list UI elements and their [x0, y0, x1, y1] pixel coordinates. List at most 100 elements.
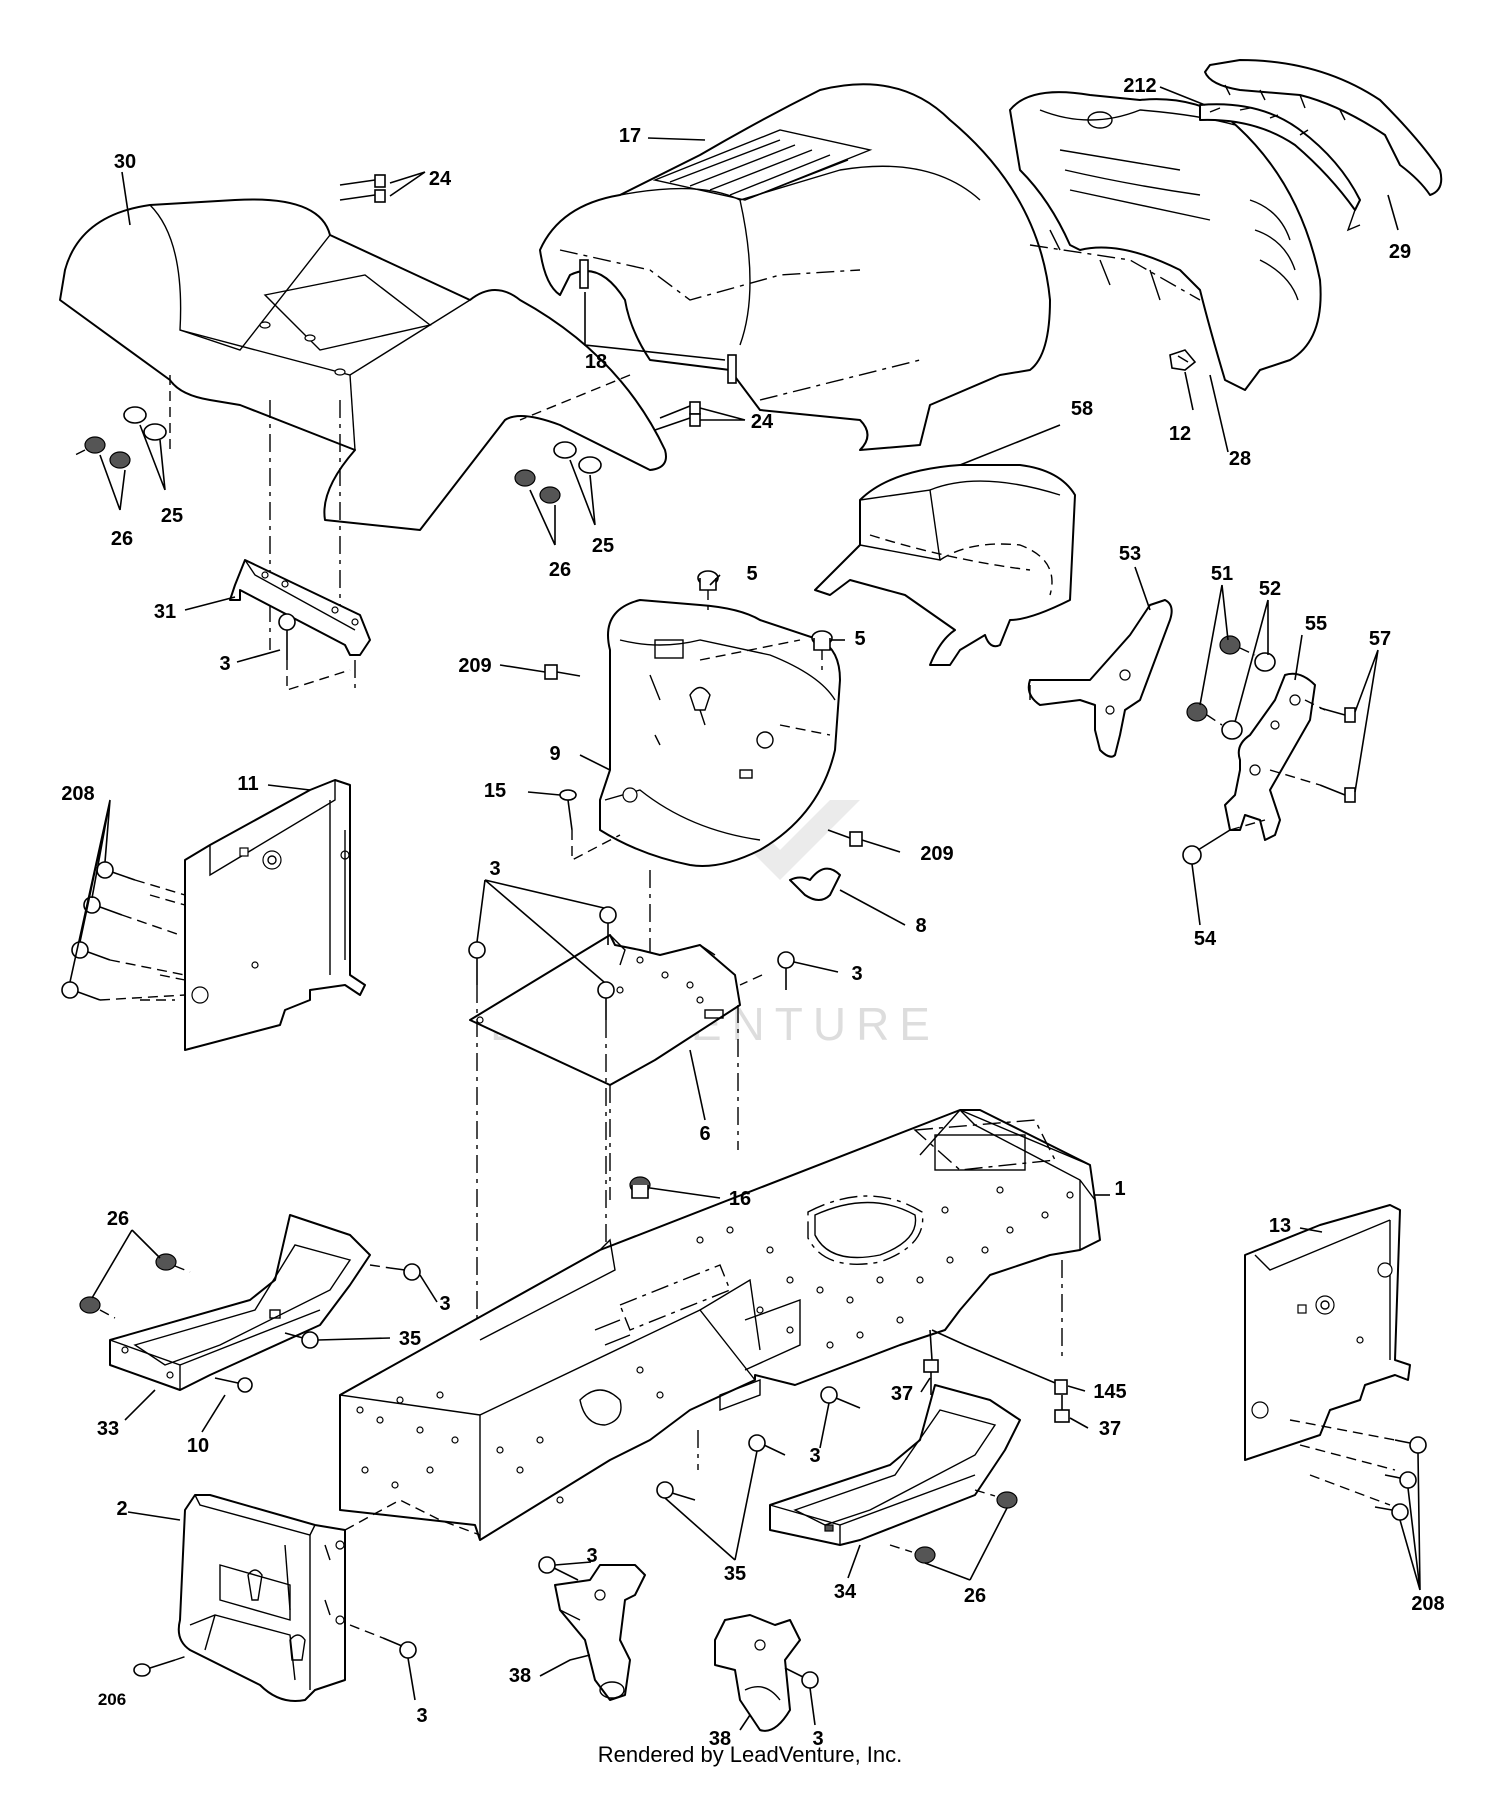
- callout-30: 30: [114, 151, 136, 173]
- screw-54[interactable]: [1182, 819, 1266, 865]
- callout-35-left: 35: [399, 1328, 421, 1350]
- callout-212: 212: [1123, 75, 1156, 97]
- callout-33: 33: [97, 1418, 119, 1440]
- part-55-plate[interactable]: [1224, 672, 1326, 841]
- nut-5-b[interactable]: [811, 630, 833, 670]
- callout-5-lower: 5: [854, 628, 865, 650]
- bolt-3-right[interactable]: [820, 1386, 861, 1409]
- part-30-fender[interactable]: [59, 198, 667, 650]
- part-1-frame[interactable]: [339, 1109, 1110, 1541]
- callout-25-right: 25: [592, 535, 614, 557]
- part-2-bracket[interactable]: [177, 1494, 481, 1702]
- callout-26-footrest: 26: [107, 1208, 129, 1230]
- callout-58: 58: [1071, 398, 1093, 420]
- part-38-a[interactable]: [554, 1564, 646, 1701]
- callout-34: 34: [834, 1581, 857, 1603]
- bolt-145[interactable]: [929, 1329, 1068, 1395]
- callout-24-upper: 24: [429, 168, 452, 190]
- callout-11: 11: [237, 773, 258, 795]
- screw-3-fender[interactable]: [278, 613, 351, 691]
- callout-3-fender: 3: [219, 653, 230, 675]
- callout-15: 15: [484, 780, 506, 802]
- callout-53: 53: [1119, 543, 1141, 565]
- callout-37-b: 37: [1099, 1418, 1121, 1440]
- callout-31: 31: [154, 601, 176, 623]
- callout-16: 16: [729, 1188, 751, 1210]
- bolt-209-lower[interactable]: [827, 829, 863, 847]
- callout-52: 52: [1259, 578, 1281, 600]
- callout-26-right-footrest: 26: [964, 1585, 986, 1607]
- bolt-37-b[interactable]: [1054, 1395, 1070, 1423]
- part-53-bracket[interactable]: [1027, 599, 1173, 758]
- bolts-35-right[interactable]: [656, 1434, 786, 1501]
- callout-3-footrest: 3: [439, 1293, 450, 1315]
- callout-12: 12: [1169, 423, 1191, 445]
- screw-3-bracket[interactable]: [349, 1624, 417, 1659]
- part-212-strip[interactable]: [1199, 103, 1361, 232]
- callout-208-right: 208: [1411, 1593, 1444, 1615]
- part-17-hood[interactable]: [539, 83, 1051, 451]
- footer-credit: Rendered by LeadVenture, Inc.: [597, 1742, 903, 1767]
- part-28-grille[interactable]: [1009, 91, 1322, 391]
- callout-26-left: 26: [111, 528, 133, 550]
- callout-3-right: 3: [809, 1445, 820, 1467]
- nut-16[interactable]: [629, 1176, 651, 1199]
- nuts-washers-left[interactable]: [74, 406, 167, 511]
- callout-3-plate: 3: [489, 858, 500, 880]
- bolt-10[interactable]: [214, 1377, 253, 1393]
- bolts-208-left[interactable]: [61, 861, 186, 1001]
- part-33-footrest[interactable]: [109, 1214, 371, 1391]
- callout-3-38a: 3: [586, 1545, 597, 1567]
- screw-3-38a[interactable]: [538, 1556, 579, 1581]
- callout-labels: 30 24 17 212 29 18 24 12 28 25 26 25 26 …: [61, 75, 1444, 1750]
- screw-3-38b[interactable]: [784, 1667, 819, 1689]
- screws-3-plate[interactable]: [468, 906, 795, 1020]
- callout-35-right: 35: [724, 1563, 746, 1585]
- callout-206: 206: [98, 1690, 126, 1709]
- bolt-37-a[interactable]: [923, 1359, 939, 1395]
- callout-17: 17: [619, 125, 641, 147]
- part-29-trim[interactable]: [1204, 59, 1443, 196]
- callout-209-upper: 209: [458, 655, 491, 677]
- part-11-panel[interactable]: [140, 779, 366, 1051]
- nuts-26-right[interactable]: [889, 1489, 1018, 1564]
- nuts-26-left[interactable]: [79, 1253, 191, 1319]
- part-6-plate[interactable]: [469, 934, 741, 1086]
- callout-29: 29: [1389, 241, 1411, 263]
- callout-9: 9: [549, 743, 560, 765]
- part-13-panel[interactable]: [1244, 1204, 1411, 1506]
- callout-26-right: 26: [549, 559, 571, 581]
- callout-13: 13: [1269, 1215, 1291, 1237]
- leader-lines: [69, 86, 1421, 1731]
- callout-18: 18: [585, 351, 607, 373]
- part-9-dash[interactable]: [599, 599, 841, 867]
- frame-holes: [356, 1186, 1074, 1504]
- nuts-washers-right[interactable]: [514, 441, 602, 546]
- bolt-206[interactable]: [133, 1654, 191, 1677]
- bolt-209-upper[interactable]: [544, 664, 581, 680]
- callout-5-upper: 5: [746, 563, 757, 585]
- bolts-24-lower[interactable]: [654, 401, 746, 431]
- callout-3-right-plate: 3: [851, 963, 862, 985]
- bolts-24-upper[interactable]: [339, 171, 426, 203]
- part-31-bracket[interactable]: [229, 559, 371, 690]
- callout-2: 2: [116, 1498, 127, 1520]
- bolts-57[interactable]: [1319, 707, 1356, 803]
- callout-10: 10: [187, 1435, 209, 1457]
- callout-55: 55: [1305, 613, 1327, 635]
- part-34-footrest[interactable]: [769, 1384, 1021, 1546]
- clip-12[interactable]: [1169, 349, 1197, 371]
- callout-8: 8: [915, 915, 926, 937]
- bolt-3-footrest[interactable]: [369, 1263, 421, 1281]
- nuts-51-washers-52[interactable]: [1186, 635, 1276, 740]
- callout-37-a: 37: [891, 1383, 913, 1405]
- callout-145: 145: [1093, 1381, 1126, 1403]
- part-58-shield[interactable]: [814, 464, 1076, 666]
- callout-38-b: 38: [709, 1728, 731, 1750]
- callout-209-lower: 209: [920, 843, 953, 865]
- clip-8[interactable]: [789, 867, 841, 901]
- callout-57: 57: [1369, 628, 1391, 650]
- callout-1: 1: [1114, 1178, 1125, 1200]
- part-38-b[interactable]: [714, 1614, 801, 1732]
